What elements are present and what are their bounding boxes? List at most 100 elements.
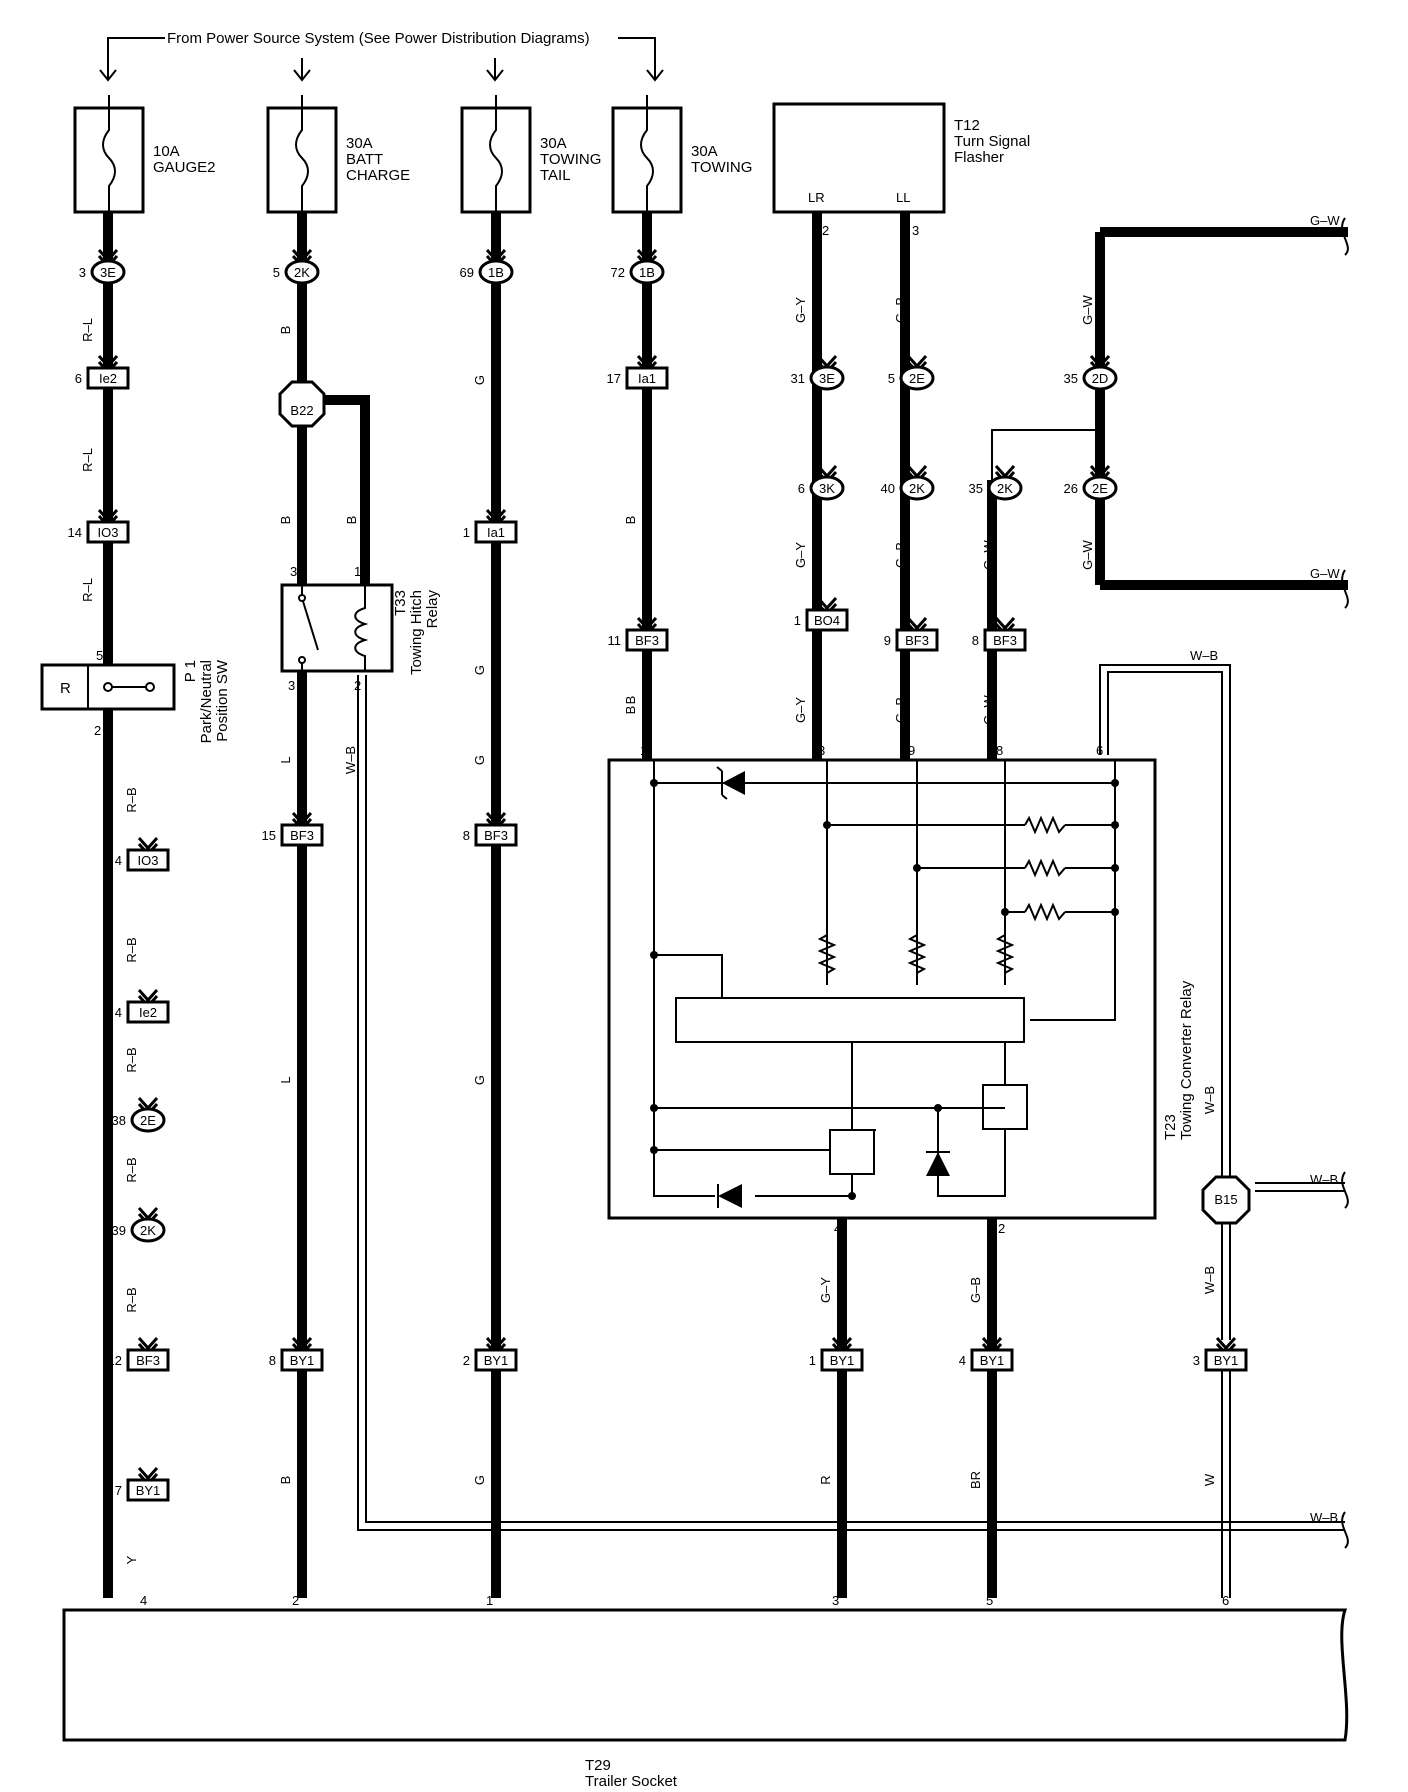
fuse-gauge2: [73, 95, 145, 225]
connector-pin-number: 5: [888, 371, 895, 386]
converter-resistors: [817, 815, 1066, 974]
connector-pin-number: 72: [611, 265, 625, 280]
connector-pin-number: 35: [969, 481, 983, 496]
connector-label: BY1: [136, 1483, 161, 1498]
pin-number: 2: [354, 678, 361, 693]
connector-label: 3E: [100, 265, 116, 280]
flasher-pin-lr: LR: [808, 190, 825, 205]
wire-color-label: G–Y: [818, 1277, 833, 1303]
connector-label: 2E: [909, 371, 925, 386]
connector-label: BF3: [993, 633, 1017, 648]
converter-junctions: [650, 779, 1119, 1200]
park-sw-id: P 1: [182, 660, 199, 682]
zener-diode: [716, 766, 745, 800]
trailer-socket-id: T29: [585, 1757, 611, 1774]
wire-color-label: R–B: [124, 937, 139, 962]
wire-color-label: B: [623, 696, 638, 705]
wire-color-label: W–B: [1202, 1086, 1217, 1114]
flasher-box: [772, 102, 946, 214]
wire-color-label: G–B: [893, 542, 908, 568]
connector-pin-number: 26: [1064, 481, 1078, 496]
connector-2k: 2K5: [273, 248, 320, 285]
wire-color-label: G–W: [1310, 213, 1340, 228]
hitch-relay-id: T33: [392, 590, 409, 616]
trailer-socket-name: Trailer Socket: [585, 1773, 678, 1790]
connector-3k: 3K6: [798, 464, 845, 501]
pin-number: 9: [908, 743, 915, 758]
power-source-label: From Power Source System (See Power Dist…: [167, 30, 590, 47]
connector-label: Ia1: [638, 371, 656, 386]
converter-id: T23: [1162, 1114, 1179, 1140]
connector-pin-number: 40: [881, 481, 895, 496]
connector-pin-number: 3: [1193, 1353, 1200, 1368]
wire-color-label: G–Y: [793, 697, 808, 723]
park-sw-name-1: Park/Neutral: [198, 660, 215, 743]
wire-color-label: R–B: [124, 787, 139, 812]
wire-color-label: R: [818, 1475, 833, 1484]
connector-pin-number: 14: [68, 525, 82, 540]
connector-2e: 2E 5: [888, 354, 935, 391]
connector-pin-number: 38: [112, 1113, 126, 1128]
converter-box: [607, 758, 1157, 1220]
flasher-name-2: Flasher: [954, 149, 1004, 166]
splice-b15: [1201, 1175, 1251, 1225]
connector-label: Ie2: [139, 1005, 157, 1020]
connector-pin-number: 35: [1064, 371, 1078, 386]
connector-label: BO4: [814, 613, 840, 628]
wire-color-label: W: [1202, 1473, 1217, 1486]
wire-color-label: G–Y: [793, 297, 808, 323]
wire-color-label: G–B: [893, 297, 908, 323]
pin-number: 2: [292, 1593, 299, 1608]
wire-color-label: G: [472, 1475, 487, 1485]
wire-color-label: R–B: [124, 1047, 139, 1072]
connector-ie2: Ie2 4: [115, 988, 170, 1024]
connector-pin-number: 4: [959, 1353, 966, 1368]
connector-label: BY1: [980, 1353, 1005, 1368]
connector-label: 2K: [140, 1223, 156, 1238]
connector-pin-number: 69: [460, 265, 474, 280]
pin-number: 5: [96, 648, 103, 663]
fuse-towing-rating: 30A: [691, 143, 718, 160]
connector-pin-number: 9: [884, 633, 891, 648]
fuse-batt-name-1: BATT: [346, 151, 383, 168]
splice-b15-label: B15: [1214, 1192, 1237, 1207]
wire-color-label: G–W: [1310, 566, 1340, 581]
fuse-tail-name-2: TAIL: [540, 167, 571, 184]
connector-label: BF3: [635, 633, 659, 648]
connector-pin-number: 1: [794, 613, 801, 628]
connector-by1: BY1 4: [959, 1336, 1014, 1372]
wire-color-label: G–W: [1080, 539, 1095, 569]
connector-pin-number: 5: [273, 265, 280, 280]
connector-pin-number: 39: [112, 1223, 126, 1238]
connector-pin-number: 31: [791, 371, 805, 386]
fuse-gauge2-name: GAUGE2: [153, 159, 216, 176]
fuse-towing: [611, 95, 683, 225]
wire-color-label: L: [278, 1076, 293, 1083]
connector-label: 3E: [819, 371, 835, 386]
pin-number: 1: [486, 1593, 493, 1608]
connector-label: BF3: [136, 1353, 160, 1368]
connector-label: BY1: [484, 1353, 509, 1368]
gw-link: [991, 395, 1101, 480]
hitch-relay-coil: [354, 585, 369, 671]
pin-number: 8: [996, 743, 1003, 758]
connector-pin-number: 15: [262, 828, 276, 843]
connector-pin-number: 4: [115, 1005, 122, 1020]
wire-color-label: G: [472, 665, 487, 675]
pin-number: 3: [288, 678, 295, 693]
wire-color-label: R–L: [80, 318, 95, 342]
connector-label: Ia1: [487, 525, 505, 540]
fuse-batt-rating: 30A: [346, 135, 373, 152]
connector-pin-number: 12: [108, 1353, 122, 1368]
